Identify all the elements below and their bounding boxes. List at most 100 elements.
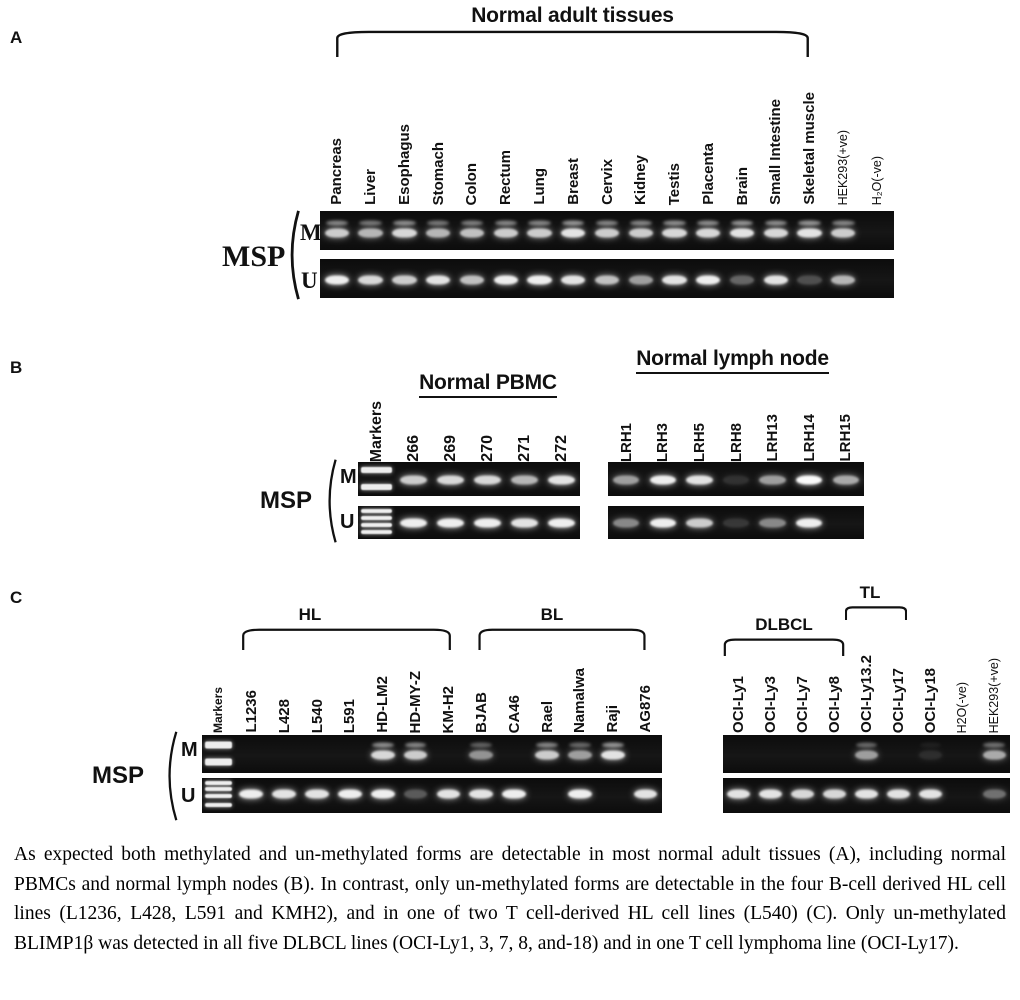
gel-band [831,275,856,285]
lane-label: Rael [538,701,556,733]
lane-slot: KM-H2 [432,633,465,734]
lane-label: LRH15 [837,414,855,462]
lane-slot: Breast [556,58,590,205]
lane-label: Markers [367,400,385,462]
gel-band [502,789,526,799]
marker-ladder-band [204,780,233,785]
lane-slot: Brain [725,58,759,205]
gel-band [759,518,786,527]
lane-slot: CA46 [498,633,531,733]
gel-band [686,518,713,527]
gel-band [722,475,750,485]
lane-slot: LRH14 [791,392,828,462]
gel-band [474,475,501,485]
lane-label: CA46 [505,694,523,733]
panel-c-row-u-label: U [181,785,196,807]
lane-label: HEK293(+ve) [836,129,851,205]
gel-band [594,228,620,238]
panel-b-gel-u-right [608,506,864,539]
lane-slot: Namalwa [563,633,596,733]
lane-slot: L1236 [235,633,268,733]
lane-slot: HEK293(+ve) [826,58,860,205]
gel-band [594,275,620,285]
lane-label: OCI-Ly17 [889,667,907,733]
lane-label: LRH8 [727,422,745,462]
lane-slot: OCI-Ly13.2 [851,622,883,733]
panel-a-msp-brace [284,209,301,301]
gel-band [763,228,788,238]
lane-label: BJAB [472,692,490,733]
lane-label: OCI-Ly7 [794,676,812,733]
lane-slot: Stomach [421,58,455,205]
gel-band [600,750,625,760]
gel-band [305,789,329,799]
group-bracket-hl [240,628,453,650]
lane-label: 270 [478,435,496,462]
panel-a-row-u-label: U [301,268,318,293]
lane-label: Markers [211,686,226,733]
panel-b-row-m-label: M [340,466,357,488]
panel-c-letter: C [10,588,23,607]
gel-band [239,789,264,799]
gel-band [613,475,640,485]
gel-band [459,275,485,285]
lane-label: Skeletal muscle [801,92,819,205]
gel-band [795,475,823,485]
lane-label: KM-H2 [439,685,457,734]
panel-c-gel-m-right [723,735,1010,773]
panel-a-row-m-label: M [300,220,322,245]
lane-label: H2O(-ve) [954,681,969,733]
lane-label: OCI-Ly8 [826,676,844,733]
lane-slot: LRH1 [608,392,645,462]
panel-a-gel-m [320,211,894,250]
panel-b-msp-label: MSP [260,487,313,514]
lane-slot: OCI-Ly3 [755,622,787,733]
gel-band [493,228,518,238]
gel-band [729,228,755,238]
panel-c-gel-u-right [723,778,1010,813]
gel-band [759,789,783,799]
lane-slot: Rael [531,633,564,733]
gel-band [426,275,451,285]
gel-band [437,475,464,485]
gel-band [686,475,713,485]
lane-slot: Small Intestine [759,58,793,205]
panel-a-group-bracket [330,30,815,57]
marker-ladder-band [360,530,393,535]
gel-band [649,518,677,527]
gel-band [437,518,464,527]
gel-band [469,750,494,760]
gel-band [855,750,878,760]
lane-label: Stomach [429,141,447,205]
lane-label: OCI-Ly3 [762,676,780,733]
lane-label: Raji [604,705,622,733]
lane-slot: LRH13 [754,392,791,462]
gel-band [797,275,822,285]
lane-slot: OCI-Ly8 [819,622,851,733]
lane-slot: LRH3 [645,392,682,462]
panel-c-msp-brace [161,730,179,822]
lane-slot: LRH8 [718,392,755,462]
lane-slot: Raji [596,633,629,733]
gel-band [474,518,501,527]
marker-ladder-band [204,758,233,766]
lane-label: 271 [515,435,533,462]
panel-a-title: Normal adult tissues [471,4,674,27]
lane-label: Breast [564,158,582,205]
gel-band [535,750,559,760]
marker-ladder-band [360,515,393,520]
gel-band [392,275,417,285]
lane-slot: Rectum [489,58,523,205]
marker-ladder-band [204,803,233,808]
lane-slot: L540 [301,633,334,733]
lane-label: Pancreas [328,138,346,205]
lane-label: Namalwa [571,667,589,733]
lane-label: OCI-Ly13.2 [858,655,875,733]
lane-label: Small Intestine [767,99,785,205]
lane-slot: OCI-Ly7 [787,622,819,733]
gel-band [982,750,1006,760]
lane-slot: H₂O(-ve) [860,58,894,205]
